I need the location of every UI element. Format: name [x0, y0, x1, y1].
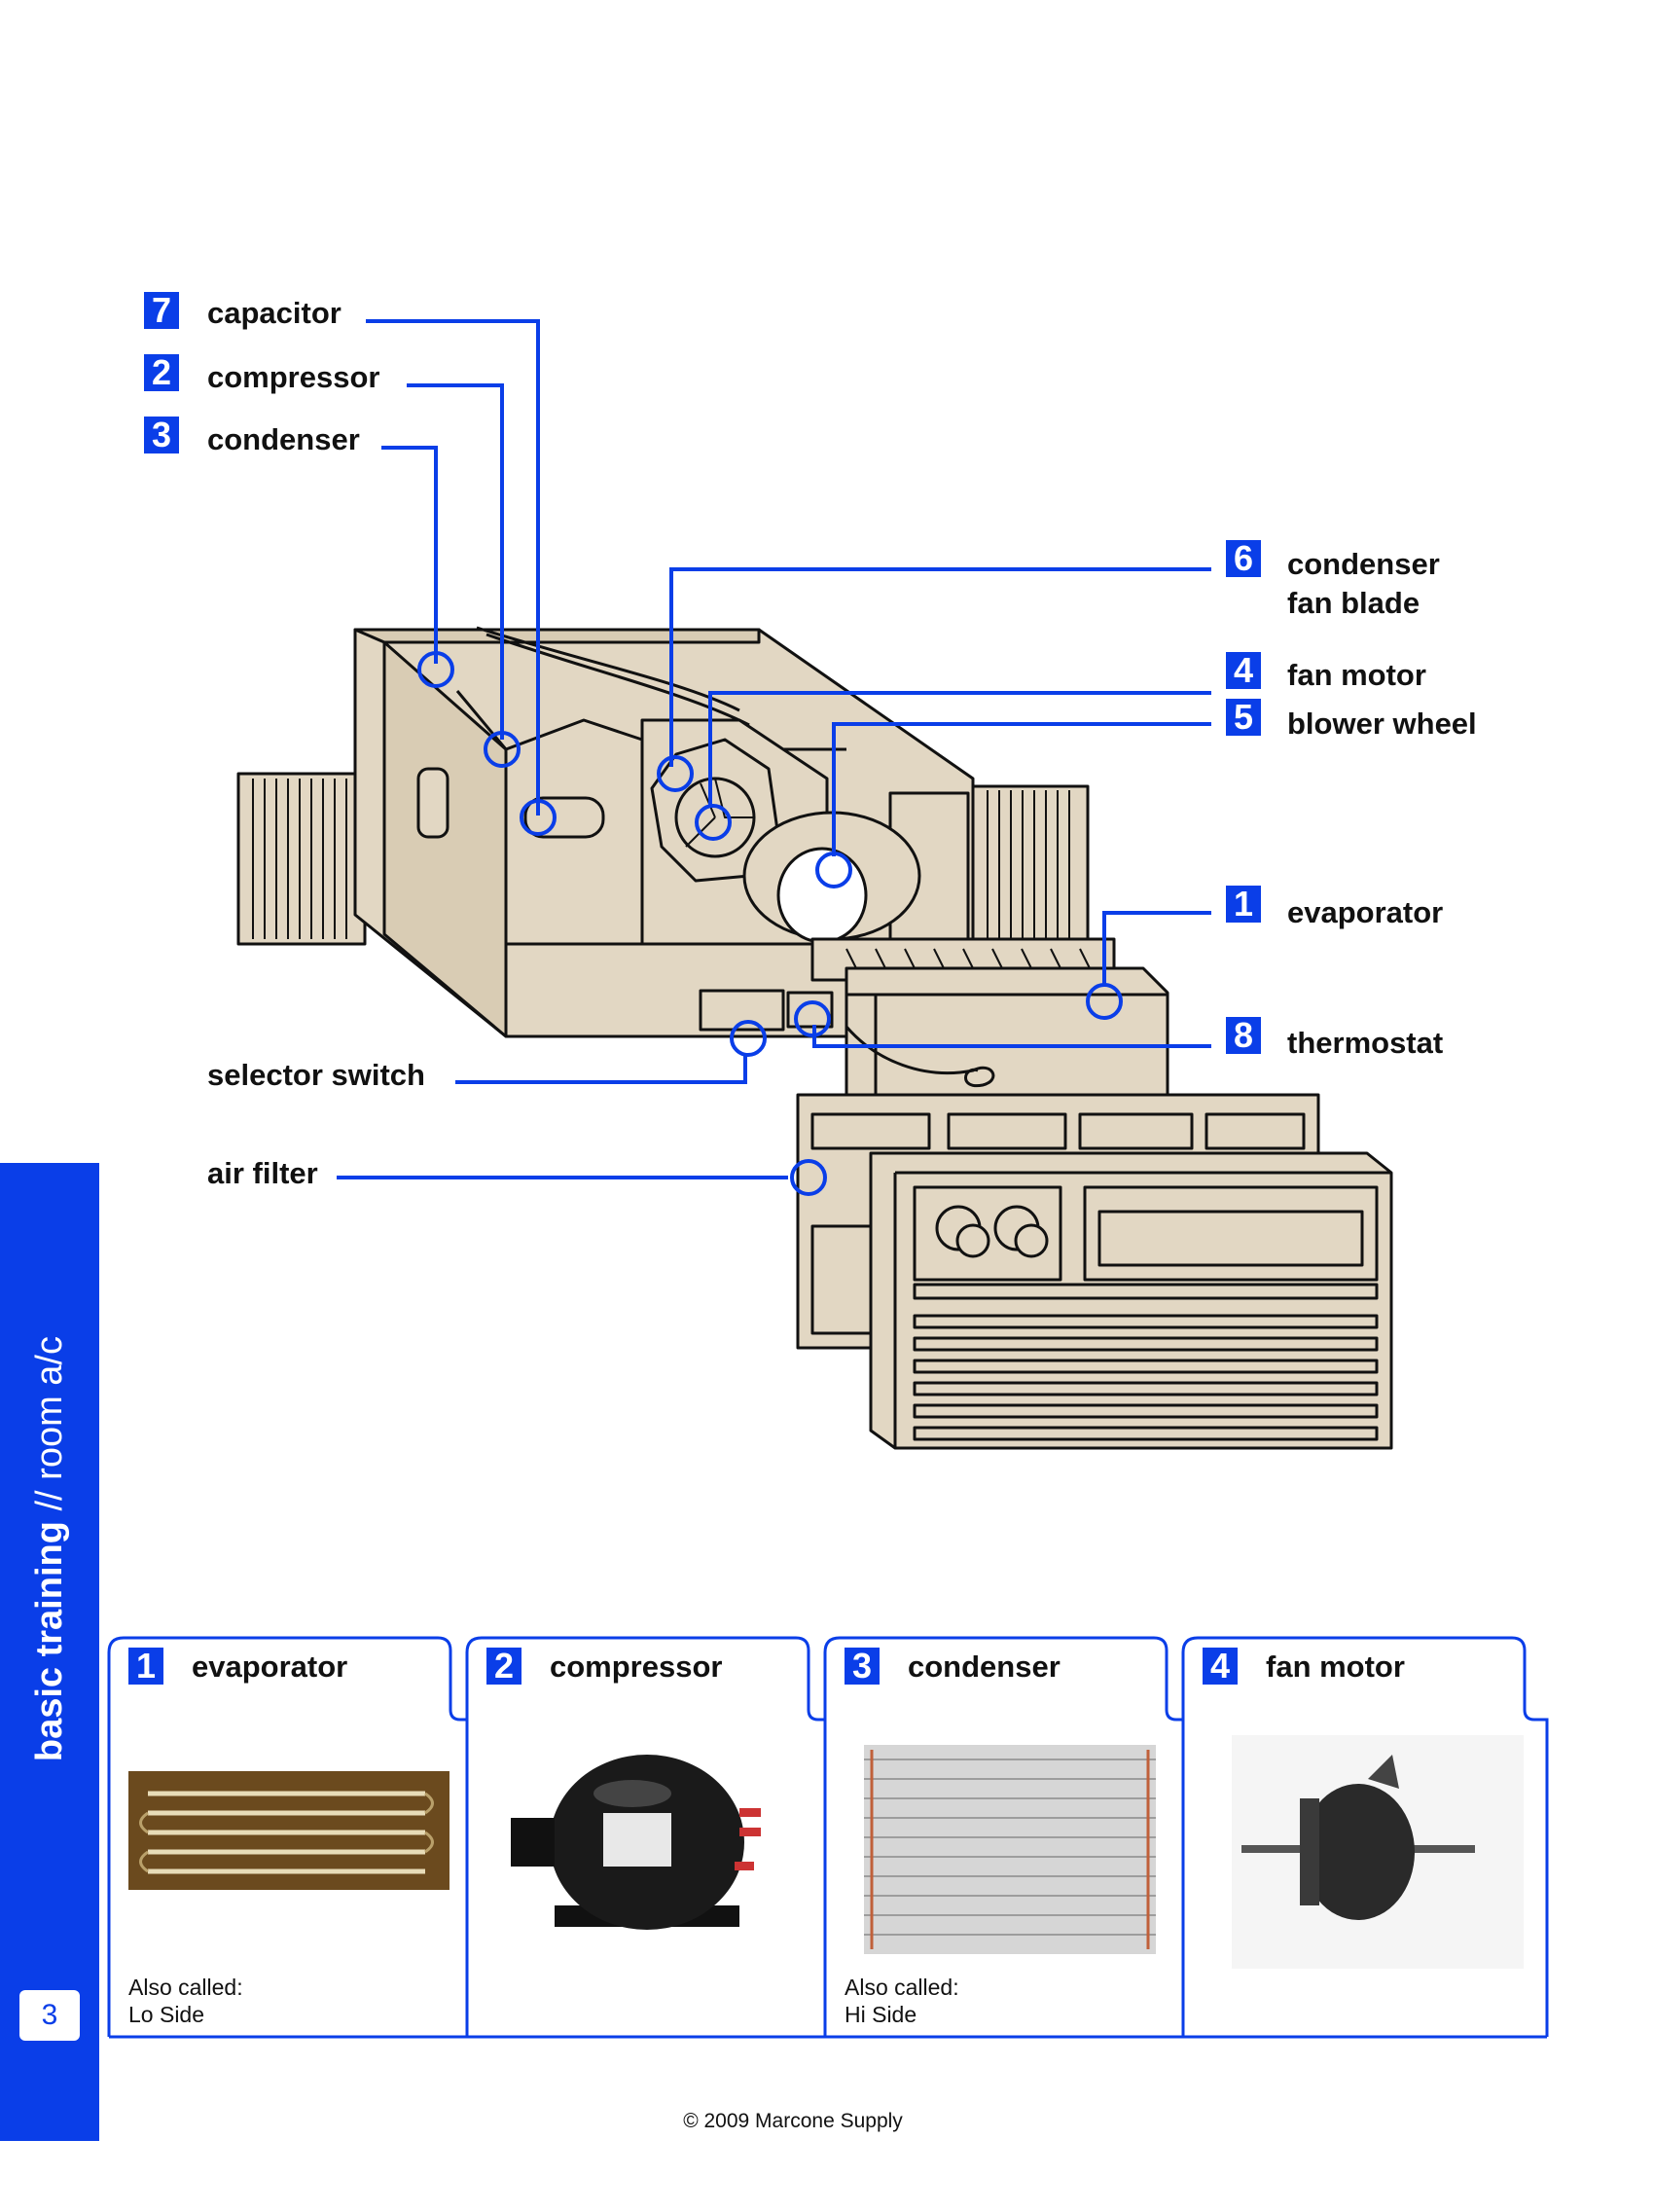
card-badge: 3: [845, 1648, 880, 1685]
note-value: Lo Side: [128, 2001, 243, 2028]
copyright-footer: © 2009 Marcone Supply: [0, 2110, 1586, 2133]
compressor-photo: [467, 1735, 825, 1969]
card-title: evaporator: [192, 1648, 347, 1686]
fan-motor-photo: [1183, 1735, 1541, 1969]
component-card-compressor: 2 compressor: [467, 1638, 825, 2037]
component-card-fan-motor: 4 fan motor: [1183, 1638, 1541, 2037]
condenser-photo: [825, 1735, 1183, 1969]
card-title: condenser: [908, 1648, 1061, 1686]
note-value: Hi Side: [845, 2001, 959, 2028]
card-note: Also called:Lo Side: [128, 1974, 243, 2028]
card-title: compressor: [550, 1648, 722, 1686]
component-card-evaporator: 1 evaporator Also called:Lo Side: [109, 1638, 467, 2037]
card-badge: 1: [128, 1648, 163, 1685]
card-badge: 2: [486, 1648, 521, 1685]
component-card-condenser: 3 condenser Also called:Hi Side: [825, 1638, 1183, 2037]
evaporator-photo: [109, 1735, 467, 1969]
card-badge: 4: [1203, 1648, 1238, 1685]
card-note: Also called:Hi Side: [845, 1974, 959, 2028]
card-title: fan motor: [1266, 1648, 1405, 1686]
note-label: Also called:: [845, 1974, 959, 2001]
note-label: Also called:: [128, 1974, 243, 2001]
